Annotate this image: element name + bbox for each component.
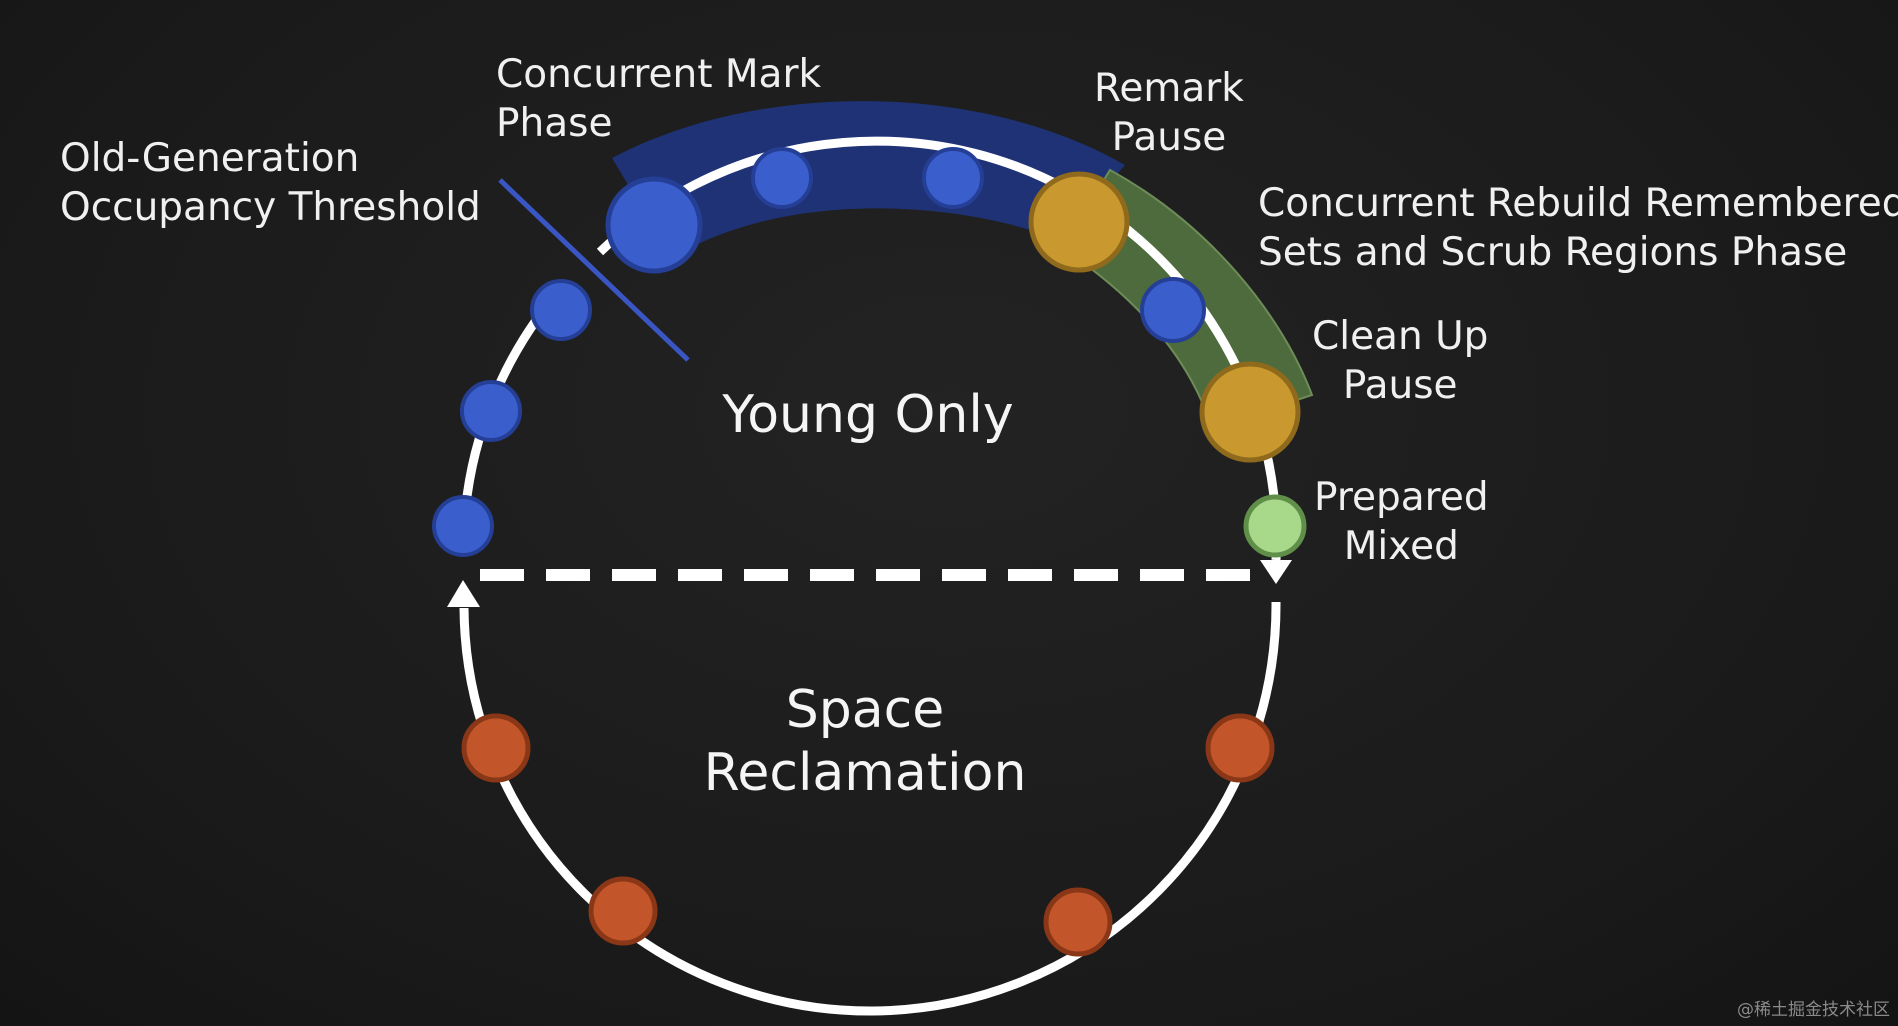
young-gc-dot [1140,277,1206,343]
remark-label: Remark Pause [1094,64,1244,162]
rebuild-label-line2: Sets and Scrub Regions Phase [1258,230,1848,275]
young-gc-dot [460,380,522,442]
concurrent-start-dot [605,176,703,274]
concurrent-mark-label-line2: Phase [496,101,613,146]
young-only-label: Young Only [722,385,1014,445]
threshold-label: Old-Generation Occupancy Threshold [60,134,481,232]
prepared-mixed-dot [1243,494,1307,558]
threshold-marker-line [498,178,690,362]
concurrent-mark-label-line1: Concurrent Mark [496,52,822,97]
young-gc-dot [922,147,984,209]
rebuild-label: Concurrent Rebuild Remembered Sets and S… [1258,179,1898,277]
watermark: @稀土掘金技术社区 [1737,1000,1890,1020]
mixed-gc-dot [1205,713,1275,783]
space-reclamation-arc [459,601,1281,1016]
mixed-gc-dot [461,713,531,783]
space-reclamation-label: Space Reclamation [690,679,1040,805]
arrow-down-head [1260,560,1292,584]
mixed-gc-dot [1043,887,1113,957]
cleanup-label-line1: Clean Up [1312,314,1489,359]
remark-label-line2: Pause [1111,115,1227,160]
rebuild-label-line1: Concurrent Rebuild Remembered [1258,181,1898,226]
cleanup-label-line2: Pause [1342,363,1458,408]
young-gc-dot [432,495,494,557]
mixed-gc-dot [588,876,658,946]
concurrent-mark-band [612,101,1125,258]
prepared-mixed-label-line2: Mixed [1343,524,1459,569]
concurrent-mark-label: Concurrent Mark Phase [496,50,821,148]
space-reclamation-label-line1: Space [785,680,945,740]
threshold-label-line1: Old-Generation [60,136,360,181]
cleanup-pause-dot [1199,361,1301,463]
young-gc-dot [530,279,592,341]
prepared-mixed-label-line1: Prepared [1314,475,1489,520]
space-reclamation-label-line2: Reclamation [703,743,1027,803]
prepared-mixed-label: Prepared Mixed [1314,473,1489,571]
remark-label-line1: Remark [1094,66,1244,111]
remark-pause-dot [1028,171,1130,273]
threshold-label-line2: Occupancy Threshold [60,185,481,230]
cleanup-label: Clean Up Pause [1312,312,1488,410]
arrow-up-head [447,580,480,607]
young-gc-dot [751,147,813,209]
